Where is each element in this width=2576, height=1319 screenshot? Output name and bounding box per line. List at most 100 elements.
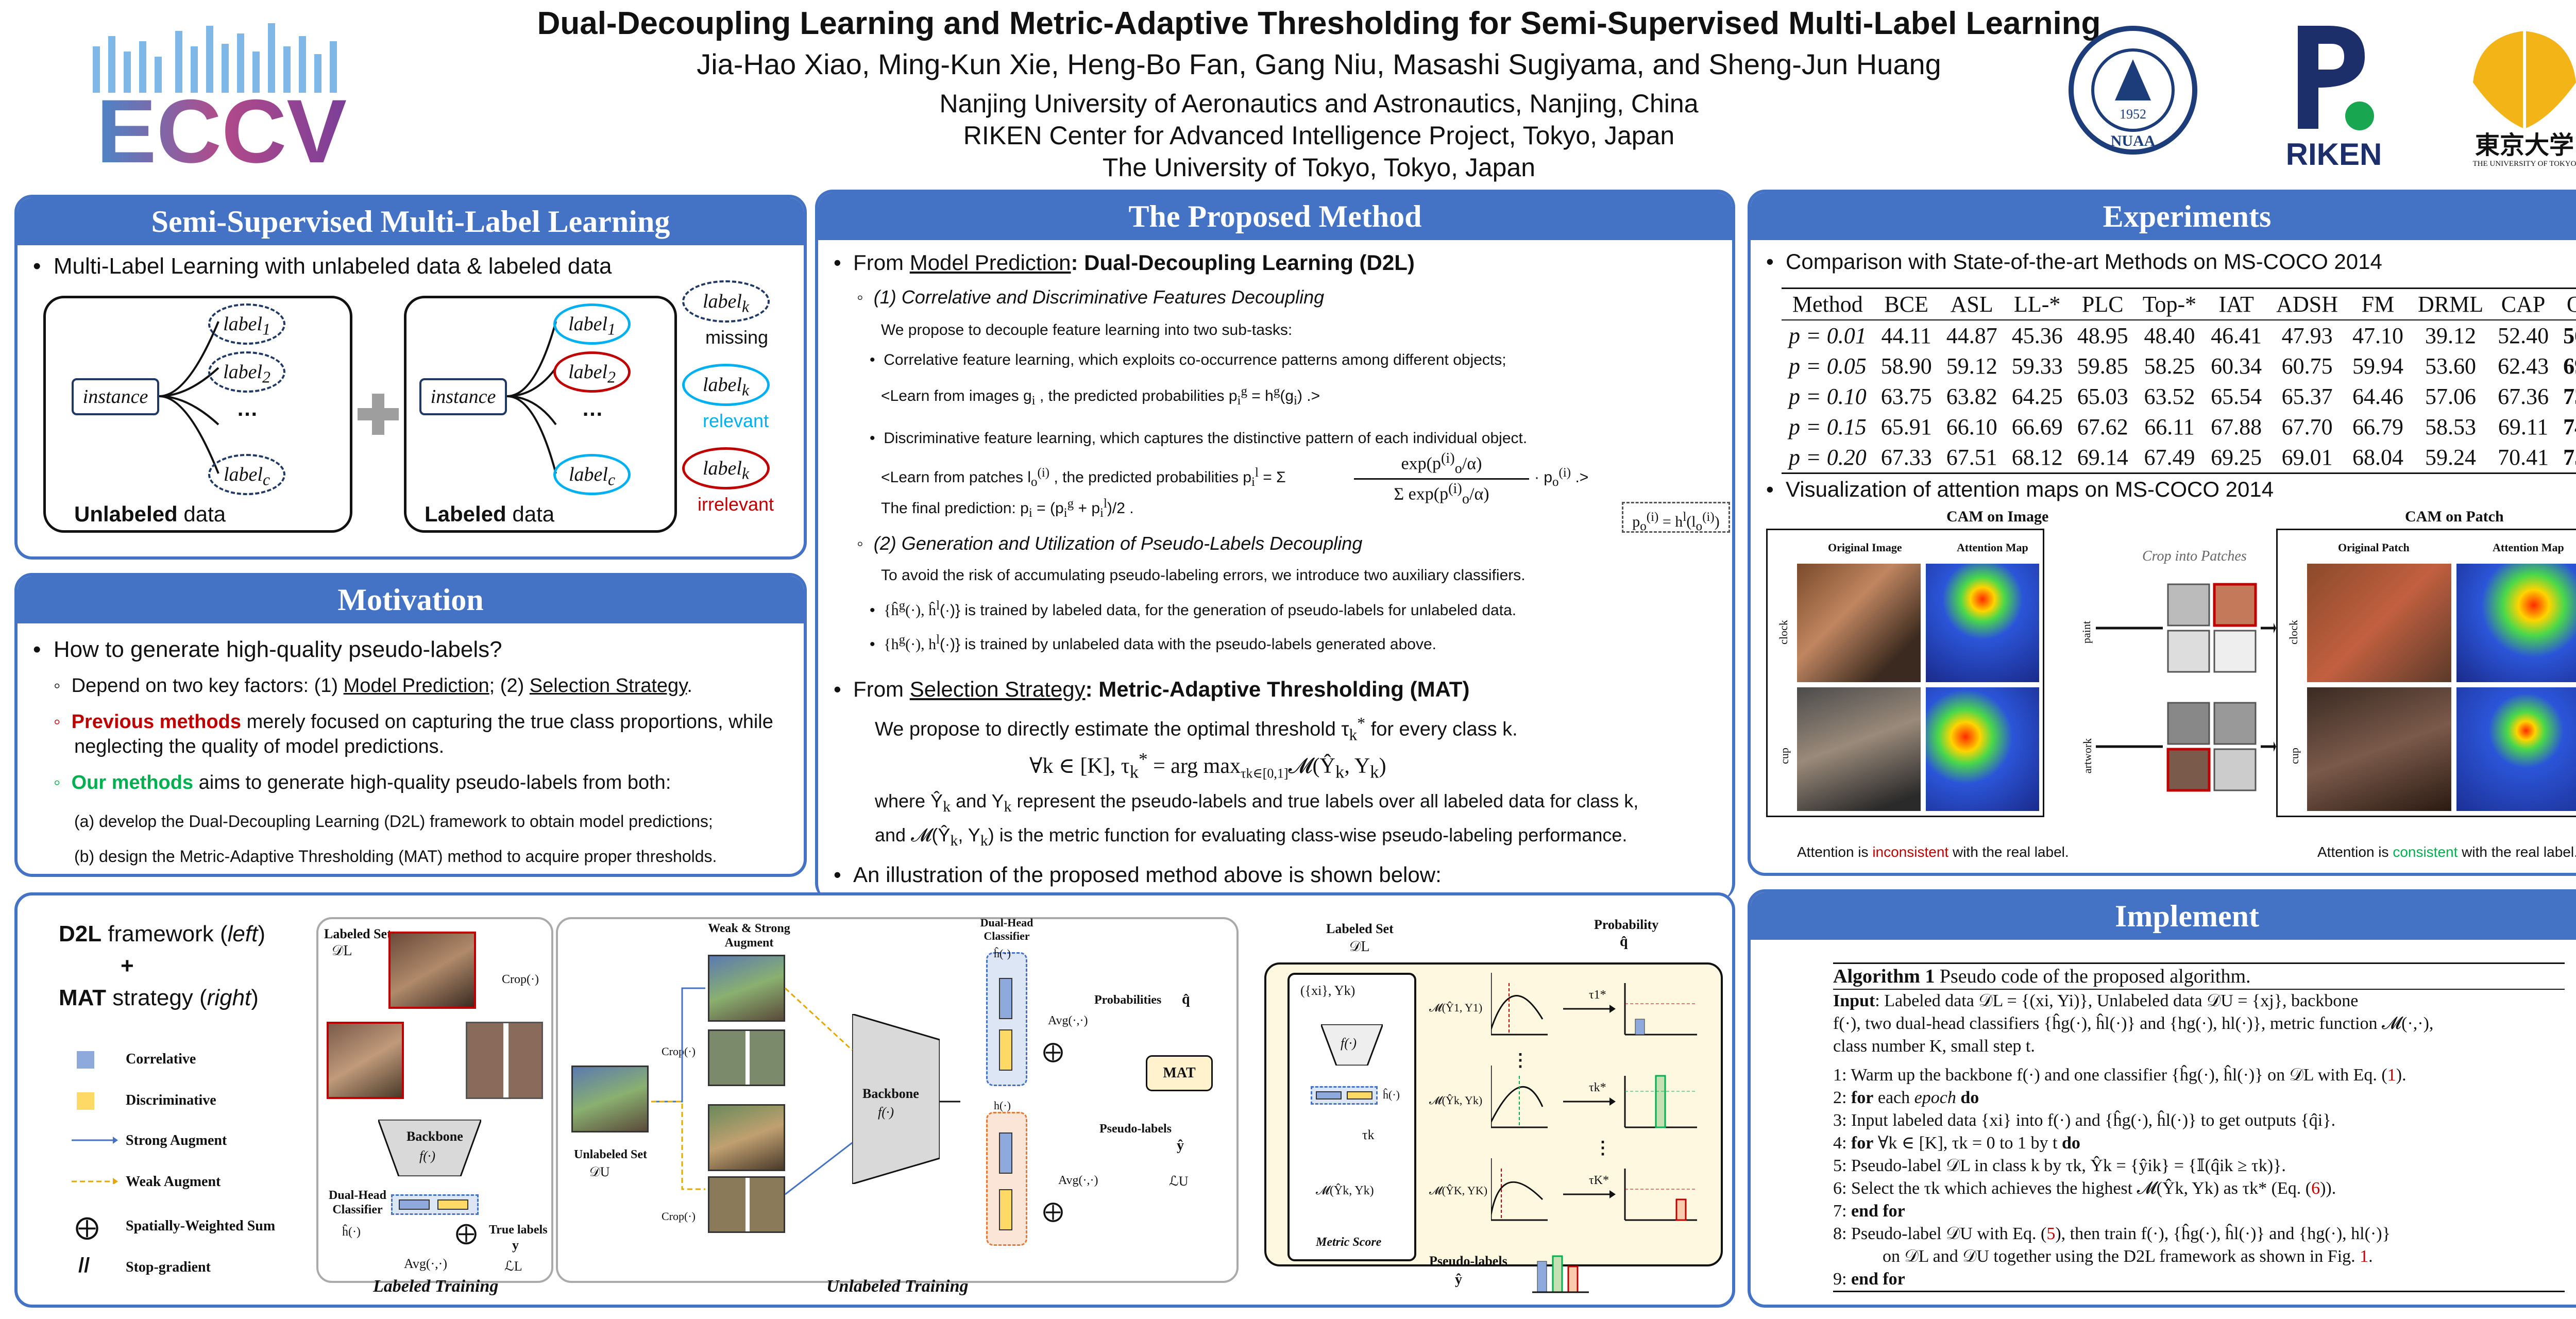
mat-mk: 𝓜(Ŷk, Yk): [1429, 1094, 1483, 1107]
results-cell: 48.95: [2077, 323, 2128, 348]
legend-missing-ellipse: labelk: [682, 280, 770, 323]
legend-irrelevant: irrelevant: [698, 494, 774, 515]
method-ss2: where Ŷk and Yk represent the pseudo-lab…: [875, 790, 1639, 816]
nuaa-logo: 1952 NUAA: [2066, 23, 2200, 157]
att-map-label-1: Attention Map: [1957, 541, 2028, 554]
results-col-3: LL-*: [2014, 292, 2061, 317]
ut-backbone: Backbone f(·): [851, 1012, 941, 1186]
orig-image-clock: [1797, 564, 1921, 682]
method-s2t: To avoid the risk of accumulating pseudo…: [881, 567, 1526, 584]
results-cell: 52.40: [2498, 323, 2549, 348]
cam-image-frame: [1766, 529, 2044, 817]
instance-box-labeled: instance: [419, 378, 507, 415]
ut-sum-2: ⨁: [1043, 1200, 1063, 1223]
algorithm-block: Algorithm 1 Pseudo code of the proposed …: [1833, 962, 2565, 1292]
results-col-8: FM: [2361, 292, 2395, 317]
results-cell: p = 0.20: [1789, 445, 1867, 470]
method-ss: • From Selection Strategy: Metric-Adapti…: [834, 677, 1470, 701]
results-col-4: PLC: [2081, 292, 2124, 317]
results-cell: 67.70: [2281, 414, 2333, 439]
eccv-logo: ECCV: [72, 15, 371, 182]
mat-vdots-1: ⋮: [1512, 1051, 1529, 1070]
orig-image-cup: [1797, 687, 1921, 811]
labeled-label-c: labelc: [553, 454, 631, 495]
motivation-ours: ◦ Our methods aims to generate high-qual…: [54, 772, 671, 793]
mat-metric-score: Metric Score: [1316, 1236, 1382, 1249]
ut-h: h(·): [994, 1099, 1011, 1112]
results-cell: 48.40: [2144, 323, 2195, 348]
mat-inner-box: [1287, 973, 1416, 1261]
ut-unlabeled-image: [571, 1066, 649, 1132]
legend-arrows: [72, 1137, 118, 1184]
row-label-cup-1: cup: [1777, 748, 1791, 764]
results-col-2: ASL: [1950, 292, 1993, 317]
ut-probabilities: Probabilities: [1094, 993, 1162, 1007]
legend-disc: Discriminative: [126, 1092, 216, 1108]
ut-hhat: ĥ(·): [994, 947, 1011, 960]
mat-labeled-set: Labeled Set: [1326, 921, 1394, 936]
row-label-cup-2: cup: [2287, 748, 2301, 764]
ut-mat-box: MAT: [1146, 1055, 1213, 1091]
ssml-bullet: • Multi-Label Learning with unlabeled da…: [33, 253, 612, 279]
unlabeled-label-c: labelc: [208, 454, 285, 495]
results-cell: 58.25: [2144, 353, 2195, 379]
tokyo-logo: 東京大学 THE UNIVERSITY OF TOKYO: [2458, 15, 2576, 170]
row-label-clock-1: clock: [1776, 620, 1790, 645]
lt-true-labels: True labels: [489, 1223, 548, 1237]
results-cell: 67.51: [1946, 445, 1997, 470]
mat-qhat: q̂: [1620, 934, 1628, 950]
labeled-caption: Labeled data: [425, 502, 555, 526]
motivation-b: (b) design the Metric-Adaptive Threshold…: [74, 847, 717, 866]
method-heading: The Proposed Method: [818, 193, 1732, 240]
results-col-6: IAT: [2218, 292, 2254, 317]
results-cell: p = 0.01: [1789, 323, 1867, 348]
att-image-cup: [1926, 687, 2039, 811]
cam-patch-frame: [2276, 529, 2576, 817]
att-caption-2: Attention is consistent with the real la…: [2317, 844, 2576, 860]
labeled-label-2: label2: [553, 351, 631, 393]
results-cell: 45.36: [2011, 323, 2063, 348]
results-cell: 69.11: [2498, 414, 2549, 439]
results-cell: 59.94: [2352, 353, 2403, 379]
riken-text: RIKEN: [2286, 137, 2382, 170]
nuaa-year: 1952: [2120, 107, 2146, 122]
method-po-box: po(i) = hl(lo(i)): [1622, 502, 1730, 533]
legend-irrelevant-ellipse: labelk: [682, 447, 770, 489]
results-cell: 69.14: [2077, 445, 2128, 470]
lt-patches: [466, 1022, 543, 1099]
results-cell: 53.60: [2425, 353, 2477, 379]
fig-d2l: D2L framework (left): [59, 921, 265, 946]
motivation-previous-2: neglecting the quality of model predicti…: [74, 736, 445, 757]
legend-relevant-ellipse: labelk: [682, 364, 770, 406]
instance-box-unlabeled: instance: [72, 378, 159, 415]
labeled-label-1: label1: [553, 303, 631, 345]
lt-sum: ⨁: [455, 1221, 477, 1245]
results-cell: 66.79: [2352, 414, 2403, 439]
results-col-10: CAP: [2501, 292, 2546, 317]
legend-missing: missing: [705, 327, 769, 348]
mat-tau1: τ1*: [1589, 988, 1606, 1002]
results-cell: 67.33: [1880, 445, 1932, 470]
implement-panel: Implement Algorithm 1 Pseudo code of the…: [1748, 889, 2576, 1308]
mat-m-inner: 𝓜(Ŷk, Yk): [1316, 1184, 1374, 1197]
results-col-7: ADSH: [2276, 292, 2338, 317]
method-panel: The Proposed Method • From Model Predict…: [815, 190, 1735, 901]
results-cell: 59.85: [2077, 353, 2128, 379]
lt-labeled-set: Labeled Set: [324, 926, 392, 941]
results-cell: 69.30: [2563, 353, 2576, 379]
motivation-question: • How to generate high-quality pseudo-la…: [33, 637, 502, 662]
mat-mK: 𝓜(ŶK, YK): [1429, 1184, 1488, 1197]
unlabeled-label-1: label1: [208, 303, 285, 345]
att-caption-1: Attention is inconsistent with the real …: [1797, 844, 2069, 860]
results-cell: 44.87: [1946, 323, 1997, 348]
orig-image-label: Original Image: [1828, 541, 1902, 554]
ut-arrows: [651, 987, 960, 1195]
motivation-heading: Motivation: [18, 576, 804, 623]
mat-tauk: τk*: [1589, 1081, 1606, 1094]
results-cell: 69.01: [2281, 445, 2333, 470]
method-c2-end: · po(i) .>: [1534, 466, 1589, 489]
results-cell: 57.06: [2425, 384, 2477, 409]
mat-yhat: ŷ: [1455, 1272, 1462, 1288]
